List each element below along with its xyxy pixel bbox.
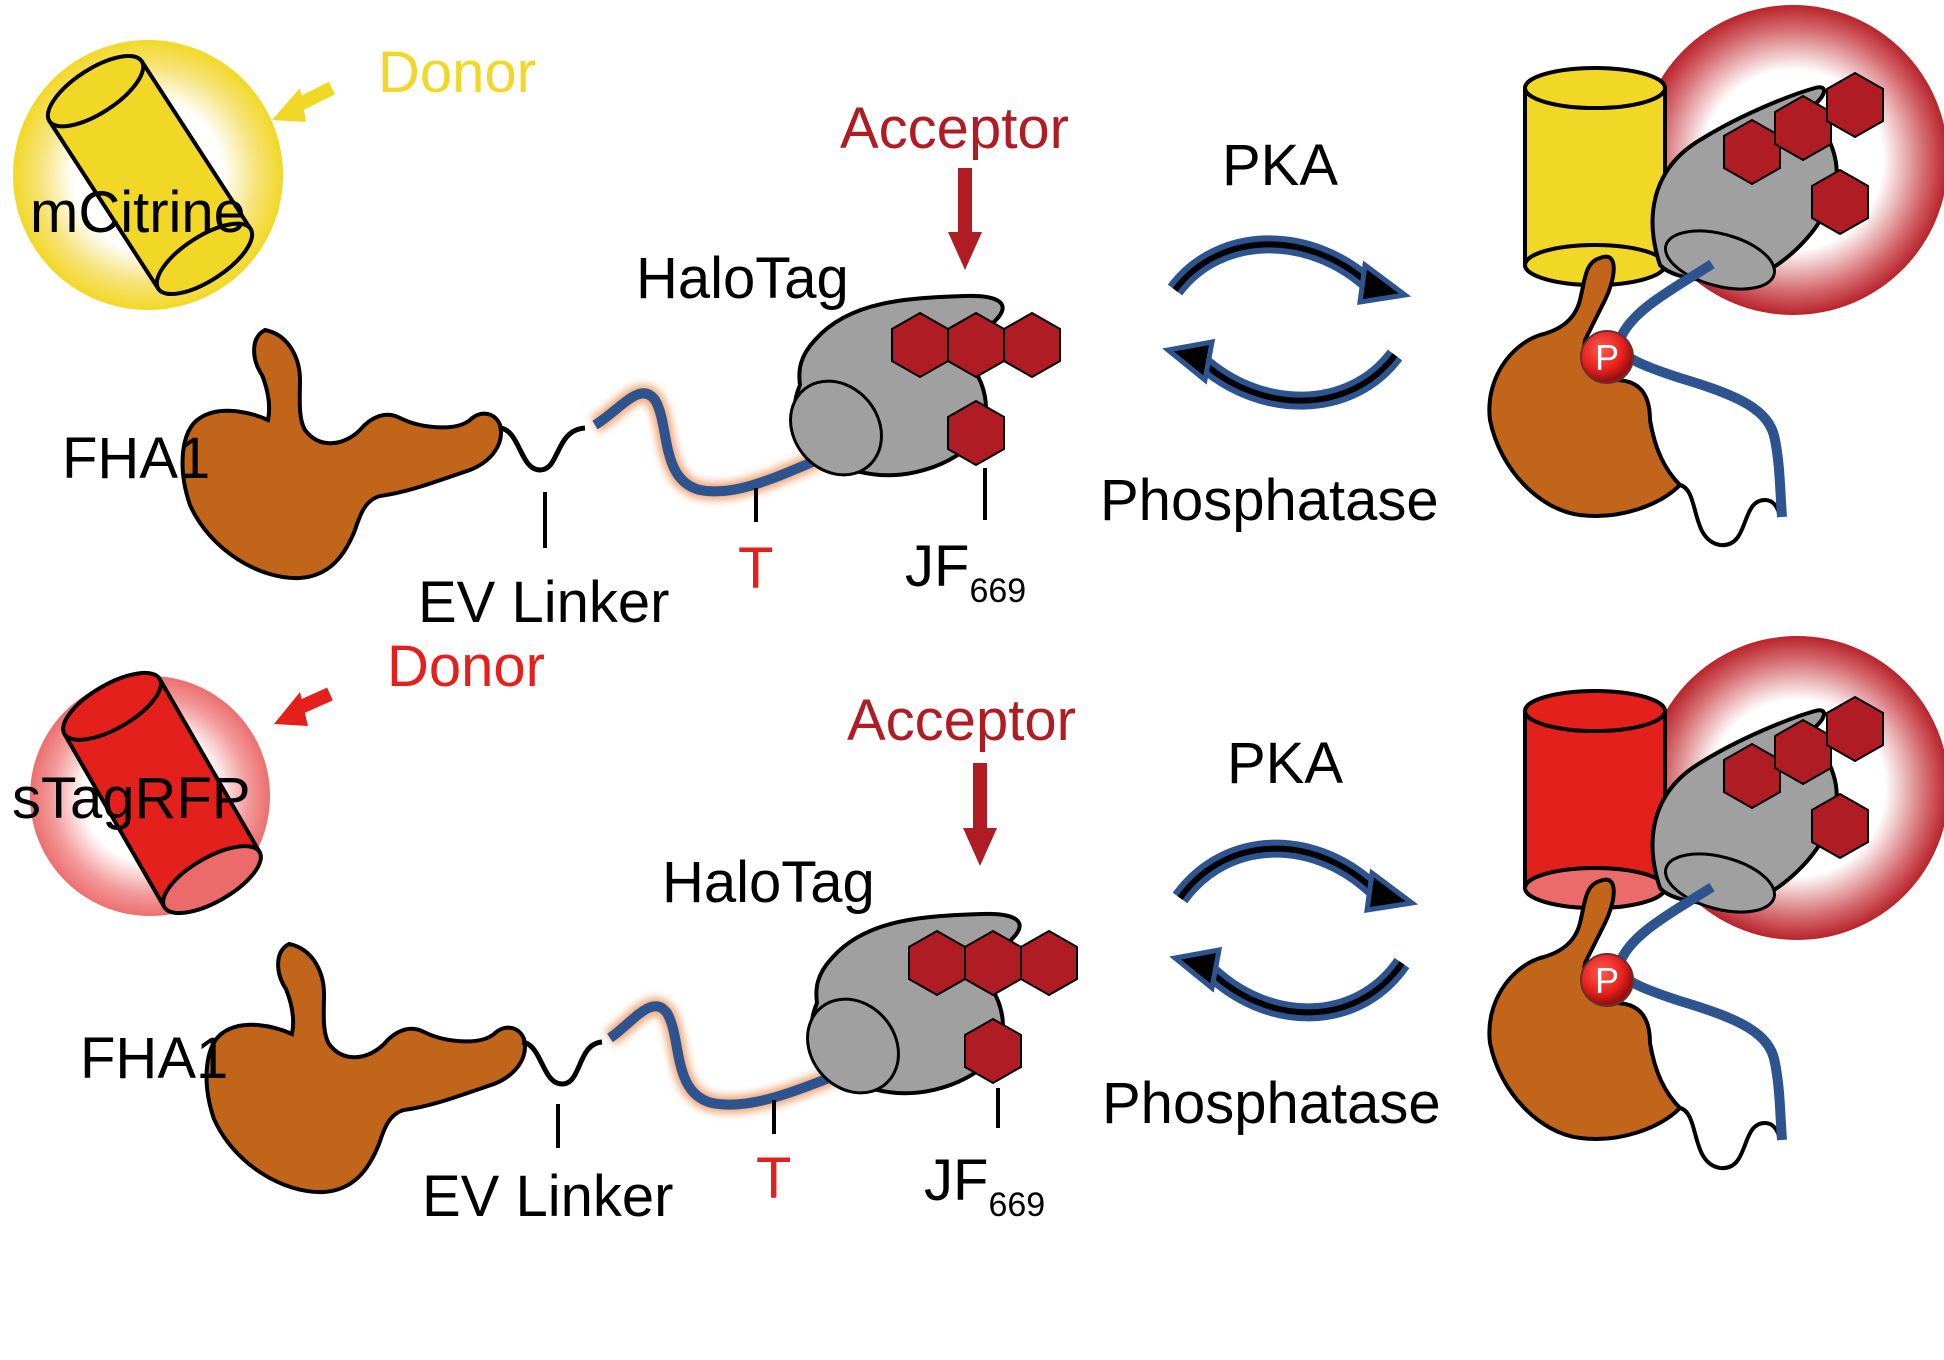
forward-arrow <box>1172 839 1419 913</box>
reverse-arrow <box>1169 946 1410 1022</box>
donor-label: Donor <box>387 634 545 699</box>
halotag-label: HaloTag <box>636 246 849 311</box>
donor-barrel <box>61 670 263 916</box>
ev-linker-label: EV Linker <box>422 1164 673 1229</box>
acceptor-label: Acceptor <box>840 96 1069 161</box>
closed-state: P <box>1487 636 1944 1171</box>
acceptor-arrow <box>948 168 982 270</box>
reverse-enzyme-label: Phosphatase <box>1102 1071 1441 1136</box>
donor-arrow <box>272 81 336 122</box>
closed-fha1 <box>1487 877 1682 1141</box>
forward-enzyme-label: PKA <box>1222 133 1338 198</box>
substrate-linker <box>592 388 832 497</box>
ev-linker <box>521 1039 603 1087</box>
fha1-label: FHA1 <box>62 426 210 491</box>
closed-ev-linker <box>1679 483 1782 548</box>
fha1-domain <box>180 328 503 581</box>
reverse-enzyme-label: Phosphatase <box>1100 468 1439 533</box>
closed-ev-linker <box>1679 1106 1782 1171</box>
donor-label: Donor <box>378 40 536 105</box>
closed-state: P <box>1487 5 1944 548</box>
panel-mcitrine: mCitrine Donor FHA1 EV Linker T <box>13 5 1944 635</box>
ev-linker <box>499 425 586 473</box>
forward-enzyme-label: PKA <box>1227 731 1343 796</box>
closed-substrate-linker <box>1614 882 1787 1141</box>
acceptor-arrow <box>963 763 997 866</box>
forward-arrow <box>1167 235 1412 305</box>
fha1-domain <box>204 942 527 1195</box>
dye-label: JF669 <box>905 534 1026 610</box>
closed-donor-barrel <box>1523 66 1667 287</box>
dye-label: JF669 <box>924 1148 1045 1224</box>
donor-name-label: mCitrine <box>30 180 246 245</box>
closed-donor-barrel <box>1523 689 1667 910</box>
ev-linker-label: EV Linker <box>418 570 669 635</box>
panel-stagrfp: sTagRFP Donor FHA1 EV Linker T HaloTag J… <box>12 634 1944 1229</box>
closed-substrate-linker <box>1614 259 1787 518</box>
halotag-label: HaloTag <box>662 850 875 915</box>
fha1-label: FHA1 <box>80 1026 228 1091</box>
threonine-label: T <box>738 536 773 601</box>
acceptor-label: Acceptor <box>847 688 1076 753</box>
phospho-label: P <box>1595 337 1619 378</box>
substrate-linker <box>607 1001 844 1110</box>
reverse-arrow <box>1162 338 1403 410</box>
donor-barrel <box>45 53 255 297</box>
phospho-group <box>1580 330 1634 384</box>
phospho-group <box>1580 953 1634 1007</box>
closed-fha1 <box>1487 254 1682 518</box>
threonine-label: T <box>756 1146 791 1211</box>
donor-arrow <box>274 687 333 726</box>
donor-name-label: sTagRFP <box>12 766 251 831</box>
phospho-label: P <box>1595 960 1619 1001</box>
